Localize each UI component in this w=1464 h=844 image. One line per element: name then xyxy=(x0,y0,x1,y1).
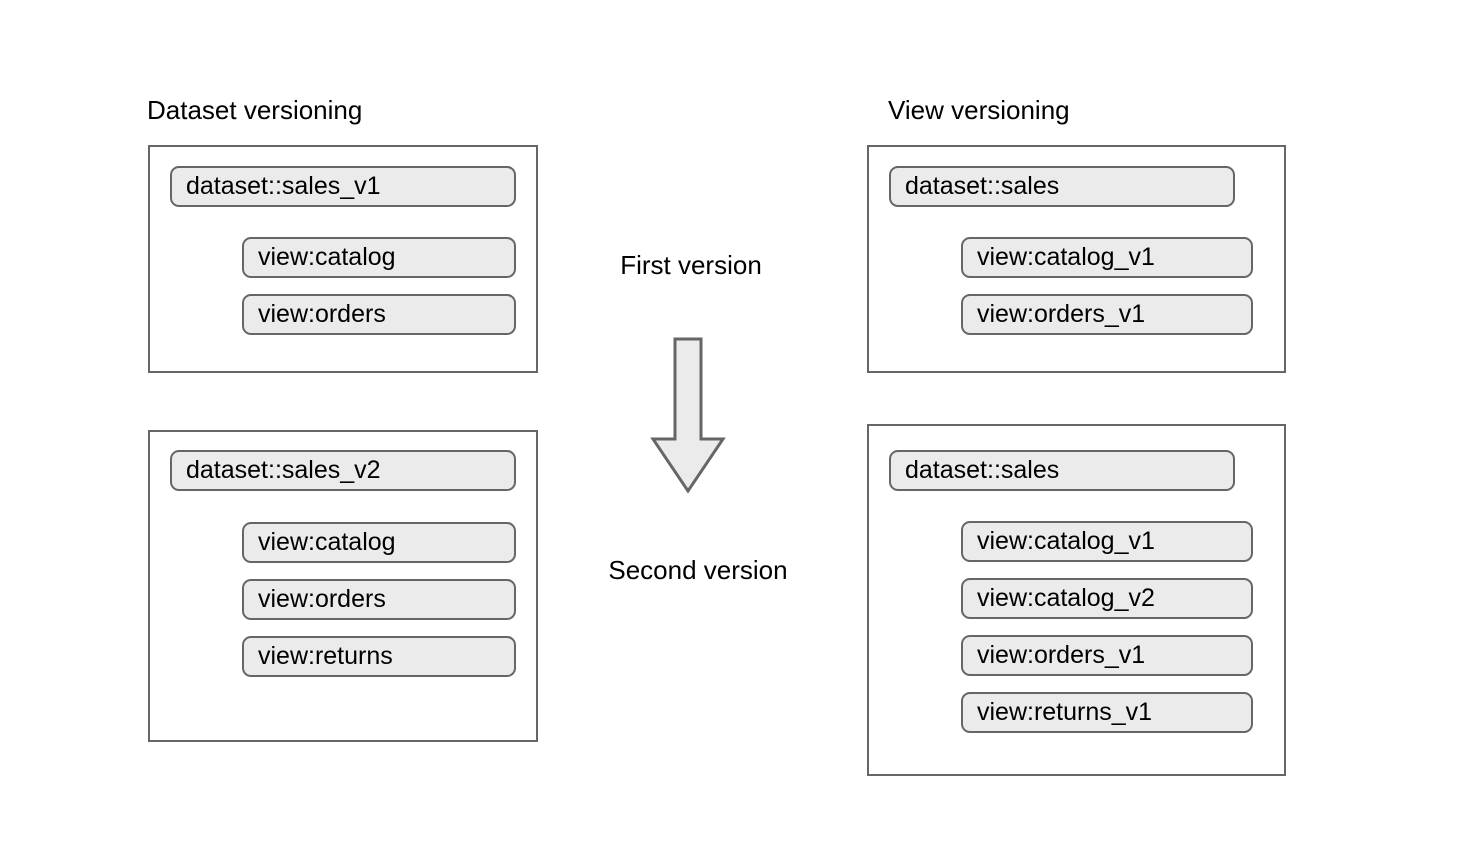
second-version-label: Second version xyxy=(608,555,788,585)
arrow-down-icon xyxy=(650,337,726,494)
dataset-pill-sales[interactable]: dataset::sales xyxy=(889,166,1235,207)
view-pill-catalog-v1[interactable]: view:catalog_v1 xyxy=(961,521,1253,562)
first-version-label: First version xyxy=(620,250,762,280)
dataset-pill-sales[interactable]: dataset::sales xyxy=(889,450,1235,491)
view-pill-catalog-v2[interactable]: view:catalog_v2 xyxy=(961,578,1253,619)
view-pill-orders[interactable]: view:orders xyxy=(242,579,516,620)
dataset-pill-sales-v1[interactable]: dataset::sales_v1 xyxy=(170,166,516,207)
view-pill-orders-v1[interactable]: view:orders_v1 xyxy=(961,635,1253,676)
group-box-view-v1: dataset::sales view:catalog_v1 view:orde… xyxy=(867,145,1286,373)
view-pill-catalog-v1[interactable]: view:catalog_v1 xyxy=(961,237,1253,278)
group-box-dataset-v1: dataset::sales_v1 view:catalog view:orde… xyxy=(148,145,538,373)
view-pill-catalog[interactable]: view:catalog xyxy=(242,522,516,563)
view-pill-returns-v1[interactable]: view:returns_v1 xyxy=(961,692,1253,733)
group-box-dataset-v2: dataset::sales_v2 view:catalog view:orde… xyxy=(148,430,538,742)
column-title-view-versioning: View versioning xyxy=(888,95,1070,125)
view-pill-orders[interactable]: view:orders xyxy=(242,294,516,335)
view-pill-catalog[interactable]: view:catalog xyxy=(242,237,516,278)
view-pill-orders-v1[interactable]: view:orders_v1 xyxy=(961,294,1253,335)
group-box-view-v2: dataset::sales view:catalog_v1 view:cata… xyxy=(867,424,1286,776)
dataset-pill-sales-v2[interactable]: dataset::sales_v2 xyxy=(170,450,516,491)
column-title-dataset-versioning: Dataset versioning xyxy=(147,95,363,125)
view-pill-returns[interactable]: view:returns xyxy=(242,636,516,677)
